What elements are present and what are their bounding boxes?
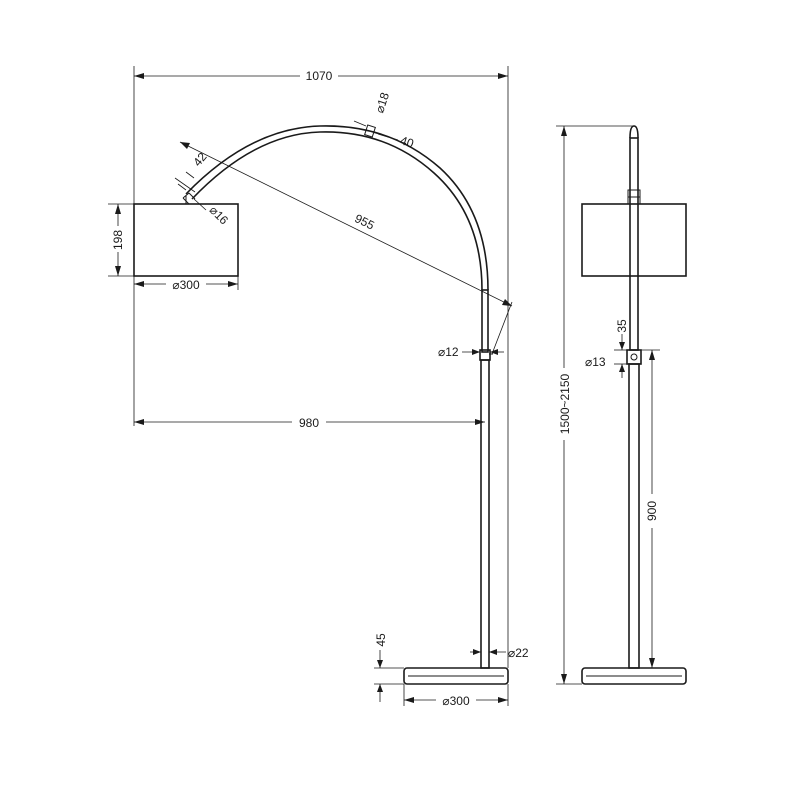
front-arc-arm-inner <box>191 131 483 291</box>
dim-lower-pole-height: 900 <box>645 501 659 521</box>
dim-shade-height: 198 <box>111 230 125 250</box>
dim-shade-diameter: ⌀300 <box>172 278 200 292</box>
dim-shade-rod-diameter: ⌀16 <box>207 203 232 228</box>
side-lower-pole <box>628 363 640 669</box>
dim-overall-width: 1070 <box>306 69 333 83</box>
front-arc-arm-outer <box>185 125 489 291</box>
side-lamp-shade <box>581 203 687 277</box>
side-joint <box>626 349 642 365</box>
front-base <box>403 667 509 685</box>
side-top-cap <box>629 125 639 139</box>
front-arm-clamp <box>364 124 376 138</box>
dim-rod-segment: 40 <box>398 133 415 151</box>
dim-rod-diameter-top: ⌀18 <box>372 91 392 115</box>
side-upper-rod <box>629 137 639 351</box>
side-view: 1500~2150 35 ⌀13 900 <box>555 125 687 685</box>
dim-shade-mount: 42 <box>190 150 210 169</box>
dim-base-height: 45 <box>374 633 388 647</box>
dim-reach: 980 <box>299 416 319 430</box>
front-view: 1070 198 ⌀300 42 ⌀16 ⌀18 40 <box>108 66 529 708</box>
front-upper-tube <box>481 289 489 353</box>
dim-joint-diameter: ⌀12 <box>438 345 459 359</box>
dim-base-diameter: ⌀300 <box>442 694 470 708</box>
front-lower-pole <box>480 359 490 669</box>
dim-joint-offset: 35 <box>615 319 629 333</box>
dim-side-joint-diameter: ⌀13 <box>585 355 606 369</box>
dim-pole-diameter: ⌀22 <box>508 646 529 660</box>
side-base <box>581 667 687 685</box>
dim-total-height: 1500~2150 <box>558 373 572 434</box>
